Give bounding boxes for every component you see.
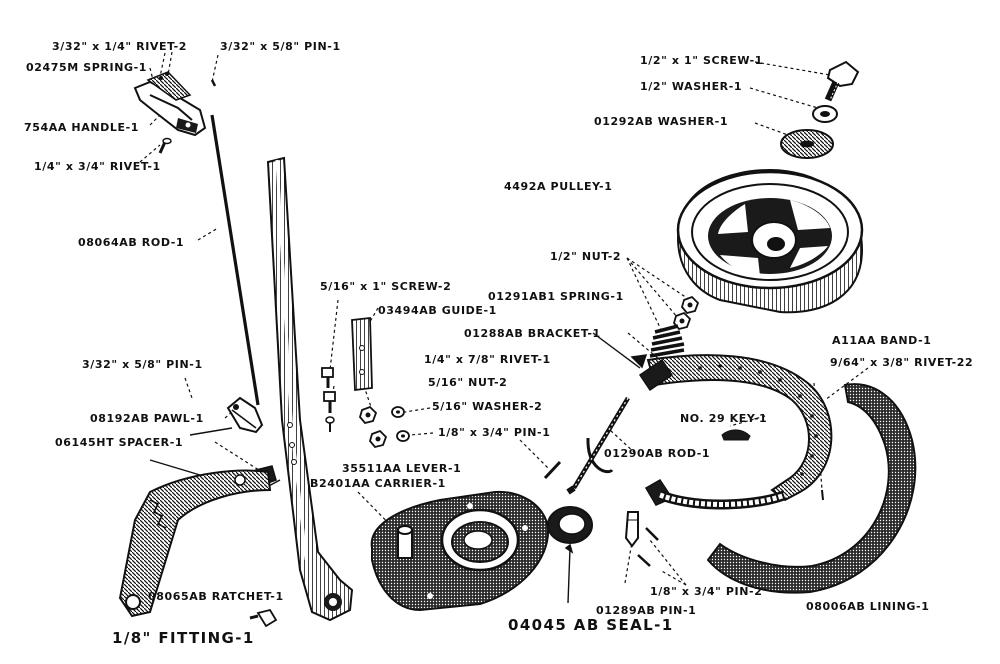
label-pin-top: 3/32" x 5/8" PIN-1 <box>220 40 341 53</box>
pin-18-a <box>586 437 614 474</box>
label-rivet-small: 1/4" x 3/4" RIVET-1 <box>34 160 161 173</box>
pulley-part <box>676 168 864 314</box>
washers-516 <box>391 406 410 442</box>
label-pin-2: 1/8" x 3/4" PIN-2 <box>650 585 763 598</box>
screw-half <box>824 60 860 102</box>
pin-top <box>210 79 217 87</box>
rod-01290-part <box>566 396 630 495</box>
label-spring-m: 02475M SPRING-1 <box>26 61 148 74</box>
label-ratchet: 08065AB RATCHET-1 <box>148 590 284 603</box>
label-nut-516: 5/16" NUT-2 <box>428 376 508 389</box>
band-part <box>638 354 833 510</box>
carrier-part <box>370 490 550 612</box>
label-seal: 04045 AB SEAL-1 <box>508 616 674 634</box>
handle-part <box>133 71 207 137</box>
label-pulley: 4492A PULLEY-1 <box>504 180 613 193</box>
spring-01291 <box>649 324 685 358</box>
label-rod-long: 08064AB ROD-1 <box>78 236 185 249</box>
pawl-part <box>226 396 264 434</box>
rivet-78 <box>325 416 335 432</box>
label-pin-pawl: 3/32" x 5/8" PIN-1 <box>82 358 203 371</box>
long-rod <box>210 114 260 406</box>
label-guide: 03494AB GUIDE-1 <box>378 304 497 317</box>
nuts-516 <box>359 405 388 449</box>
label-rivet-top: 3/32" x 1/4" RIVET-2 <box>52 40 188 53</box>
label-key: NO. 29 KEY-1 <box>680 412 768 425</box>
label-rivet-78: 1/4" x 7/8" RIVET-1 <box>424 353 551 366</box>
label-rod-01290: 01290AB ROD-1 <box>604 447 711 460</box>
pin-01289-part <box>624 511 639 548</box>
label-washer-01292: 01292AB WASHER-1 <box>594 115 729 128</box>
label-band: A11AA BAND-1 <box>832 334 932 347</box>
label-carrier: B2401AA CARRIER-1 <box>310 477 446 490</box>
label-handle: 754AA HANDLE-1 <box>24 121 140 134</box>
label-lever: 35511AA LEVER-1 <box>342 462 462 475</box>
label-washer-516: 5/16" WASHER-2 <box>432 400 543 413</box>
guide-part <box>351 316 373 392</box>
pins-2 <box>637 527 659 567</box>
fitting-part <box>249 608 278 628</box>
label-fitting: 1/8" FITTING-1 <box>112 629 255 647</box>
label-bracket: 01288AB BRACKET-1 <box>464 327 601 340</box>
label-screw-516: 5/16" x 1" SCREW-2 <box>320 280 452 293</box>
label-spring-01291: 01291AB1 SPRING-1 <box>488 290 624 303</box>
label-screw-half: 1/2" x 1" SCREW-1 <box>640 54 764 67</box>
solid-leaders <box>149 332 641 604</box>
rivet-top-a <box>165 72 169 76</box>
label-rivet-964: 9/64" x 3/8" RIVET-22 <box>830 356 974 369</box>
seal-part <box>547 506 593 544</box>
lining-part <box>706 383 917 594</box>
rivet-small <box>158 137 172 154</box>
label-nut-half: 1/2" NUT-2 <box>550 250 622 263</box>
washer-half <box>812 105 838 123</box>
ratchet-part <box>118 469 272 618</box>
pin-18-b <box>543 460 562 480</box>
rivet-top-b <box>159 76 163 80</box>
label-pawl: 08192AB PAWL-1 <box>90 412 204 425</box>
key-part <box>721 429 751 441</box>
nuts-half <box>673 295 700 331</box>
label-pin-01289: 01289AB PIN-1 <box>596 604 697 617</box>
rivet-964 <box>821 489 824 501</box>
label-pin-18: 1/8" x 3/4" PIN-1 <box>438 426 551 439</box>
label-spacer: 06145HT SPACER-1 <box>55 436 184 449</box>
screws-516 <box>321 367 336 413</box>
label-washer-half: 1/2" WASHER-1 <box>640 80 743 93</box>
label-lining: 08006AB LINING-1 <box>806 600 930 613</box>
washer-01292 <box>780 129 834 159</box>
lever-part <box>266 156 354 622</box>
